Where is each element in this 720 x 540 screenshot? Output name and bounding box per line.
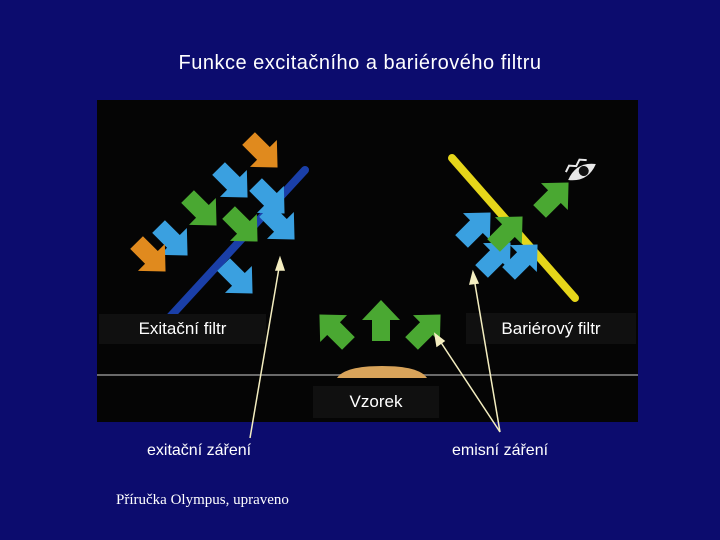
source-credit: Příručka Olympus, upraveno [116,492,289,508]
excitation-filter-label: Exitační filtr [99,314,266,344]
barrier-filter-label: Bariérový filtr [466,313,636,344]
pointer-emission-1 [473,277,501,433]
excitation-light-label: exitační záření [147,442,252,459]
slide-title: Funkce excitačního a bariérového filtru [178,52,542,74]
pointer-excitation [249,261,281,439]
eye-icon [564,158,596,181]
diagram-panel [97,100,638,422]
sample-shape [337,366,427,378]
diagram-graphic [97,125,638,378]
sample-label: Vzorek [313,386,439,418]
emission-light-label: emisní záření [452,442,549,459]
pointer-emission-2 [437,337,501,433]
